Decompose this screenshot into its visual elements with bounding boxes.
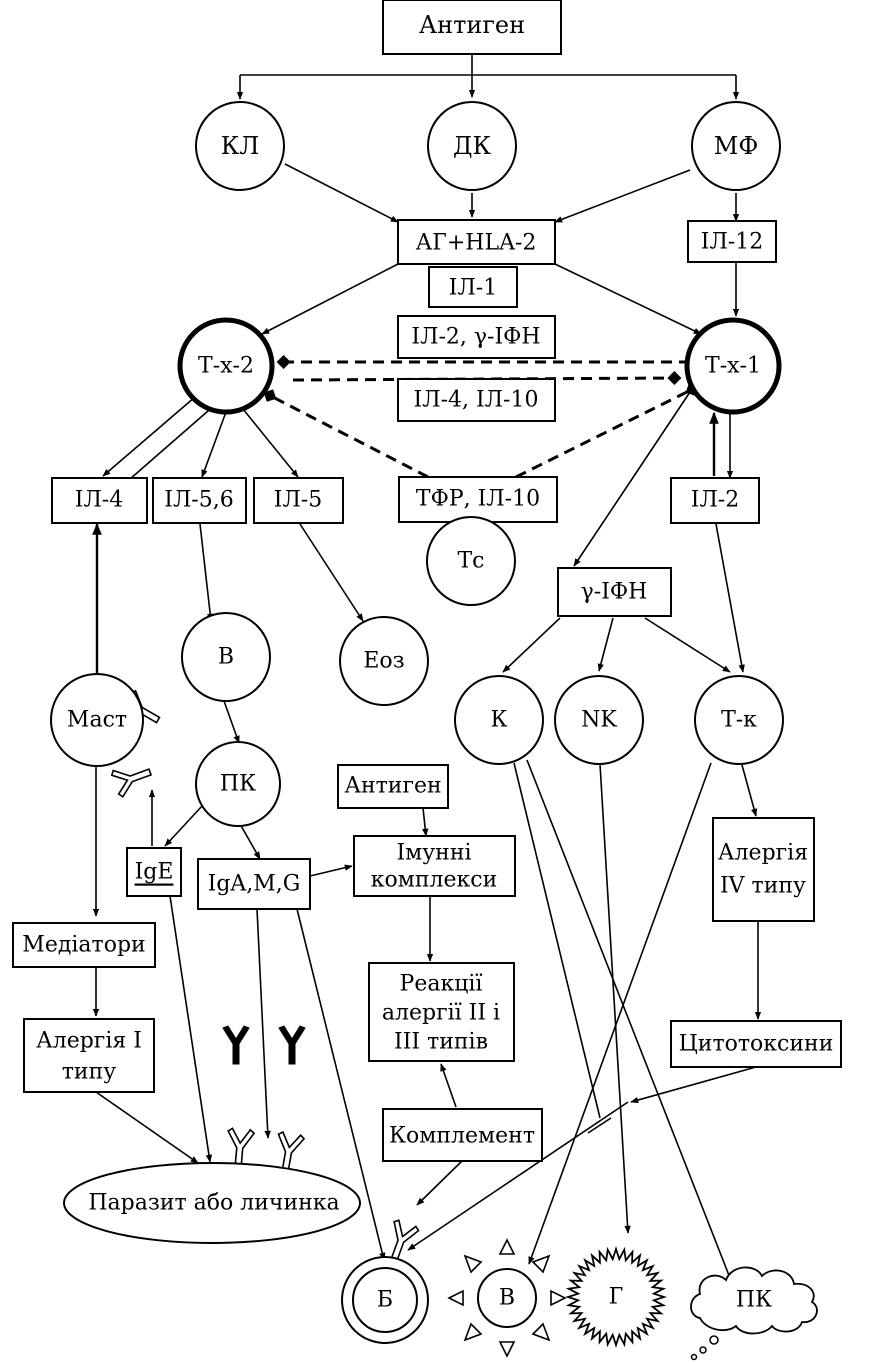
antibody-icon xyxy=(110,768,153,798)
mast-cell: Маст xyxy=(50,673,144,767)
allergy4-box: Алергія IV типу xyxy=(712,817,815,922)
parasite-ellipse: Паразит або личинка xyxy=(63,1162,361,1244)
target-b-cell: Б xyxy=(341,1256,429,1344)
il1-label: ІЛ-1 xyxy=(449,276,497,301)
il1-box: ІЛ-1 xyxy=(428,266,518,308)
reactions-label-line3: III типів xyxy=(394,1030,488,1055)
ag-hla-label: АГ+HLA-2 xyxy=(416,231,537,256)
igamg-label: IgA,M,G xyxy=(208,872,301,897)
th2-cell: Т-х-2 xyxy=(177,317,275,415)
reactions-label-line1: Реакції xyxy=(400,972,483,997)
pk-label: ПК xyxy=(220,772,256,797)
il2-ifn-label: ІЛ-2, γ-ІФН xyxy=(411,325,540,350)
target-g-label: Г xyxy=(609,1285,624,1310)
th1-cell: Т-х-1 xyxy=(684,317,782,415)
target-g-cell: Г xyxy=(565,1246,667,1348)
allergy4-label-line1: Алергія xyxy=(718,841,808,866)
igamg-box: IgA,M,G xyxy=(197,858,311,910)
b-cell: В xyxy=(181,612,271,702)
target-v-cell: В xyxy=(447,1238,567,1358)
triangle-rays-icon xyxy=(447,1238,567,1358)
allergy1-label-line1: Алергія І xyxy=(36,1029,142,1054)
mf-cell: МФ xyxy=(691,101,781,191)
eoz-label: Еоз xyxy=(363,649,404,674)
b-label: В xyxy=(218,645,234,670)
il12-box: ІЛ-12 xyxy=(687,220,777,263)
allergy1-box: Алергія І типу xyxy=(23,1018,155,1093)
tfr-il10-label: ТФР, ІЛ-10 xyxy=(416,487,540,512)
ag-hla-box: АГ+HLA-2 xyxy=(397,219,556,265)
immune-complexes-label-line2: комплекси xyxy=(371,868,498,893)
tfr-il10-box: ТФР, ІЛ-10 xyxy=(398,476,558,523)
parasite-label: Паразит або личинка xyxy=(88,1191,339,1216)
k-cell: К xyxy=(454,675,544,765)
antigen2-label: Антиген xyxy=(344,774,441,799)
antigen2-box: Антиген xyxy=(337,764,449,809)
il5-label: ІЛ-5 xyxy=(274,488,322,513)
il12-label: ІЛ-12 xyxy=(701,230,763,255)
immune-complexes-label-line1: Імунні xyxy=(396,841,471,866)
il4-il10-box: ІЛ-4, ІЛ-10 xyxy=(397,378,556,422)
il56-box: ІЛ-5,6 xyxy=(152,477,247,524)
mast-label: Маст xyxy=(67,708,127,733)
antibody-icon xyxy=(222,1025,250,1065)
cloud-icon xyxy=(690,1266,818,1335)
antibody-icon xyxy=(390,1219,420,1263)
connectors xyxy=(92,54,762,1307)
eoz-cell: Еоз xyxy=(339,616,429,706)
tk-cell: Т-к xyxy=(694,675,784,765)
ifn-box: γ-ІФН xyxy=(557,567,672,617)
th2-label: Т-х-2 xyxy=(198,354,254,379)
allergy1-label-line2: типу xyxy=(62,1060,116,1085)
antibody-icons xyxy=(110,689,420,1263)
antigen-top-label: Антиген xyxy=(419,11,525,39)
antibody-icon xyxy=(277,1130,306,1174)
ige-label: IgE xyxy=(135,860,174,885)
kl-cell: КЛ xyxy=(195,101,285,191)
ige-box: IgE xyxy=(126,847,182,897)
target-v-label: В xyxy=(499,1286,515,1311)
target-pk-label: ПК xyxy=(736,1288,772,1313)
cytotoxins-label: Цитотоксини xyxy=(679,1032,834,1057)
dk-cell: ДК xyxy=(427,101,517,191)
antibody-icon xyxy=(227,1127,256,1170)
k-label: К xyxy=(490,708,507,733)
nk-cell: NK xyxy=(554,675,644,765)
il4-il10-label: ІЛ-4, ІЛ-10 xyxy=(414,388,539,413)
antigen-top-box: Антиген xyxy=(382,0,562,55)
mediators-label: Медіатори xyxy=(22,933,145,958)
antibody-icon xyxy=(278,1025,306,1065)
kl-label: КЛ xyxy=(221,132,260,160)
il5-box: ІЛ-5 xyxy=(253,477,344,524)
target-b-label: Б xyxy=(377,1288,393,1313)
il2-ifn-box: ІЛ-2, γ-ІФН xyxy=(397,315,556,359)
complement-label: Комплемент xyxy=(389,1124,535,1149)
ifn-label: γ-ІФН xyxy=(581,580,648,605)
mf-label: МФ xyxy=(714,132,759,160)
il2-label: ІЛ-2 xyxy=(691,488,739,513)
tk-label: Т-к xyxy=(721,708,757,733)
il4-label: ІЛ-4 xyxy=(75,488,123,513)
il2-box: ІЛ-2 xyxy=(670,477,760,524)
cytotoxins-box: Цитотоксини xyxy=(670,1020,842,1068)
spiky-star-icon xyxy=(565,1246,667,1348)
tc-cell: Тс xyxy=(426,516,516,606)
immune-complexes-box: Імунні комплекси xyxy=(353,835,516,897)
reactions-label-line2: алергії II і xyxy=(382,1001,500,1026)
th1-label: Т-х-1 xyxy=(705,354,761,379)
il56-label: ІЛ-5,6 xyxy=(164,488,233,513)
il4-box: ІЛ-4 xyxy=(51,477,148,524)
target-pk-cloud: ПК xyxy=(690,1266,818,1361)
mediators-box: Медіатори xyxy=(12,922,156,968)
reactions-box: Реакції алергії II і III типів xyxy=(368,962,515,1062)
complement-box: Комплемент xyxy=(382,1108,543,1162)
pk-cell: ПК xyxy=(195,741,281,827)
allergy4-label-line2: IV типу xyxy=(720,874,806,899)
nk-label: NK xyxy=(581,708,617,733)
tc-label: Тс xyxy=(458,549,485,574)
dk-label: ДК xyxy=(453,132,492,160)
